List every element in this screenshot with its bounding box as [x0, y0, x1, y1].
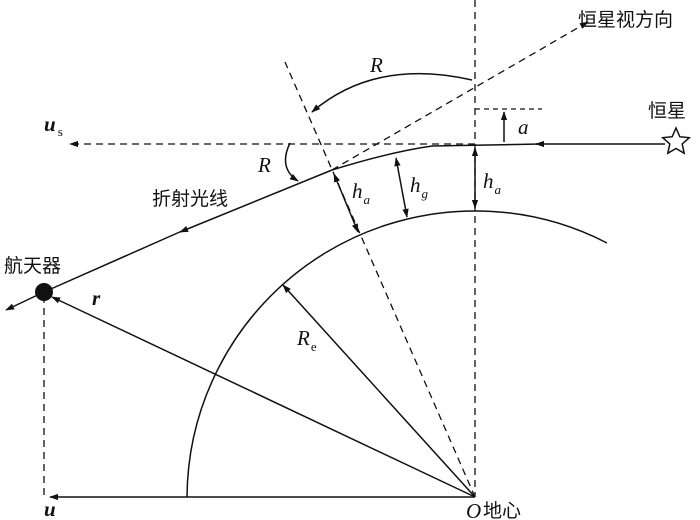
star-outline-icon — [660, 126, 692, 155]
spacecraft-label: 航天器 — [4, 255, 61, 277]
refracted-ray-bend — [331, 145, 433, 171]
r-label: r — [92, 286, 101, 310]
origin-label: O — [466, 499, 481, 520]
ha-middle-label: ha — [352, 179, 371, 207]
star-label: 恒星 — [648, 100, 686, 122]
ha-right-label: ha — [483, 169, 502, 197]
refraction-angle-arc-top — [311, 72, 473, 113]
refracted-ray-label: 折射光线 — [152, 188, 228, 210]
earth-radius-vector — [282, 284, 476, 498]
incoming-star-ray-continued — [431, 143, 541, 147]
ha-middle-double-arrow — [333, 173, 359, 233]
hg-double-arrow — [394, 157, 409, 218]
earth-radius-label: Re — [296, 326, 317, 354]
star-view-direction-label: 恒星视方向 — [578, 9, 673, 31]
tangent-normal-dashed — [284, 61, 476, 498]
position-vector-r — [51, 296, 476, 498]
refracted-ray-segment — [179, 169, 333, 233]
earth-surface-arc — [186, 210, 608, 498]
refraction-angle-left-label: R — [257, 153, 271, 177]
star-view-direction-dashed — [331, 21, 589, 171]
hg-label: hg — [410, 173, 429, 201]
spacecraft-filled-circle-icon — [35, 283, 53, 301]
a-label: a — [518, 115, 529, 139]
refraction-angle-arc-left — [284, 142, 299, 182]
refraction-angle-top-label: R — [369, 53, 383, 77]
earth-center-label: 地心 — [483, 500, 521, 520]
refracted-ray-to-spacecraft — [43, 230, 183, 293]
u-label: u — [44, 497, 56, 520]
